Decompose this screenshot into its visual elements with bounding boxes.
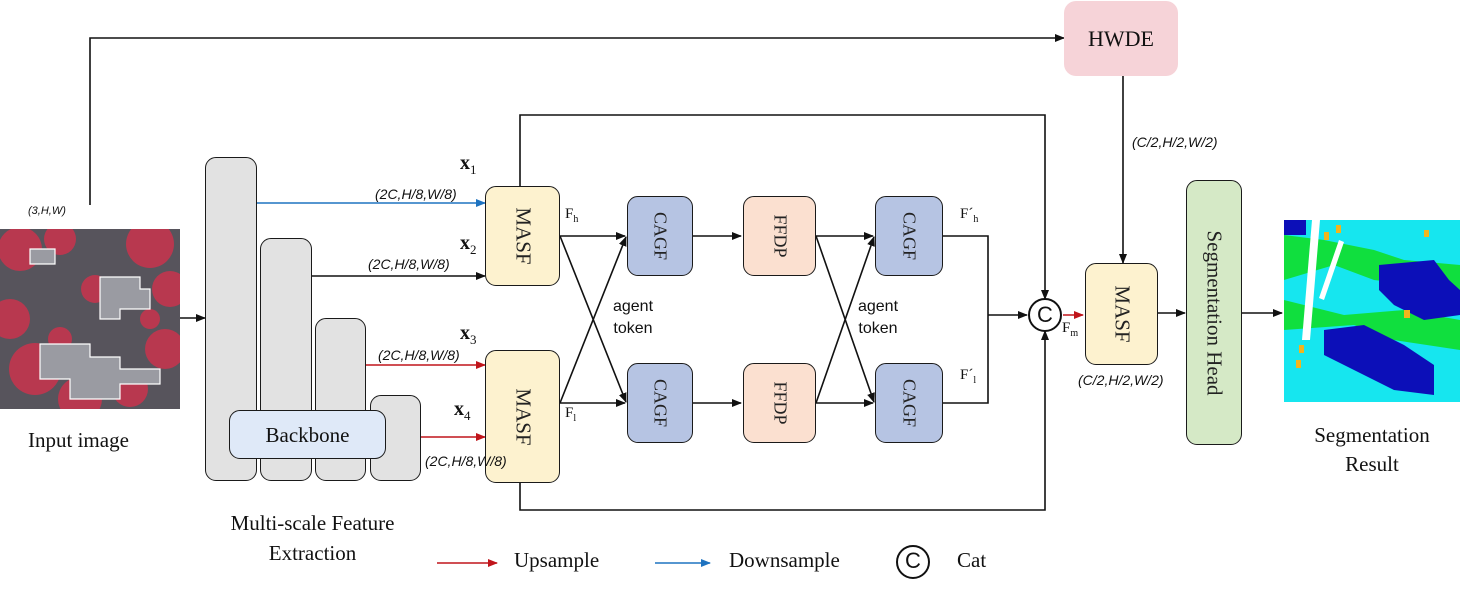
cagf-label: CAGF	[899, 211, 920, 261]
arrow-masf-top-bypass	[519, 114, 1049, 300]
legend-downsample-label: Downsample	[729, 548, 840, 572]
agent-token-label-1: agent token	[612, 298, 654, 337]
segmentation-result-image	[1284, 220, 1460, 402]
input-image-texture	[0, 229, 180, 409]
legend-cat-symbol: C	[905, 548, 921, 573]
cagf-label: CAGF	[650, 378, 671, 428]
caption-feature-extraction: Multi-scale Feature Extraction	[230, 511, 395, 565]
dim-x2: (2C,H/8,W/8)	[368, 256, 450, 272]
label-fh: Fh	[565, 206, 579, 225]
backbone-label: Backbone	[265, 423, 350, 447]
line-fh-prime	[943, 235, 989, 404]
dim-input: (3,H,W)	[28, 205, 66, 217]
legend-upsample-label: Upsample	[514, 548, 600, 572]
arrow-cross-2b	[815, 236, 875, 404]
cagf-top-right: CAGF	[875, 196, 943, 276]
legend-cat-label: Cat	[957, 548, 987, 572]
caption-segmentation-result: Segmentation Result	[1314, 423, 1430, 476]
hwde-label: HWDE	[1088, 26, 1154, 51]
ffdp-label: FFDP	[770, 381, 790, 425]
concat-symbol: C	[1037, 302, 1053, 327]
input-image	[0, 229, 180, 409]
segmentation-result-texture	[1284, 220, 1460, 402]
concat-circle	[1028, 298, 1062, 332]
segmentation-head-label: Segmentation Head	[1202, 229, 1227, 396]
cagf-label: CAGF	[899, 378, 920, 428]
masf-right-label: MASF	[1110, 285, 1134, 343]
hwde-block: HWDE	[1064, 1, 1178, 76]
dim-x4: (2C,H/8,W/8)	[425, 453, 507, 469]
masf-bottom: MASF	[485, 350, 560, 483]
cagf-top-left: CAGF	[627, 196, 693, 276]
ffdp-label: FFDP	[770, 214, 790, 258]
caption-input-image: Input image	[28, 428, 129, 452]
arrow-cross-1b	[559, 236, 627, 404]
label-x4: x4	[454, 398, 471, 423]
label-fl-prime: F´l	[960, 367, 977, 386]
cagf-bottom-right: CAGF	[875, 363, 943, 443]
backbone-block: Backbone	[229, 410, 386, 459]
label-fm: Fm	[1062, 320, 1079, 339]
legend-cat-circle	[896, 545, 930, 579]
masf-top-label: MASF	[511, 207, 535, 265]
ffdp-bottom: FFDP	[743, 363, 816, 443]
segmentation-head: Segmentation Head	[1186, 180, 1242, 445]
label-x1: x1	[460, 152, 477, 177]
dim-masf-out: (C/2,H/2,W/2)	[1078, 372, 1164, 388]
label-fl: Fl	[565, 405, 577, 424]
dim-hwde-out: (C/2,H/2,W/2)	[1132, 134, 1218, 150]
label-x2: x2	[460, 232, 477, 257]
dim-x1: (2C,H/8,W/8)	[375, 186, 457, 202]
agent-token-label-2: agent token	[857, 298, 899, 337]
arrow-input-to-hwde	[89, 34, 1065, 205]
masf-right: MASF	[1085, 263, 1158, 365]
ffdp-top: FFDP	[743, 196, 816, 276]
masf-bottom-label: MASF	[511, 387, 535, 446]
masf-top: MASF	[485, 186, 560, 286]
dim-x3: (2C,H/8,W/8)	[378, 347, 460, 363]
arrow-masf-bottom-bypass	[519, 330, 1049, 511]
cagf-bottom-left: CAGF	[627, 363, 693, 443]
label-x3: x3	[460, 322, 477, 347]
label-fh-prime: F´h	[960, 206, 979, 225]
cagf-label: CAGF	[650, 211, 671, 261]
